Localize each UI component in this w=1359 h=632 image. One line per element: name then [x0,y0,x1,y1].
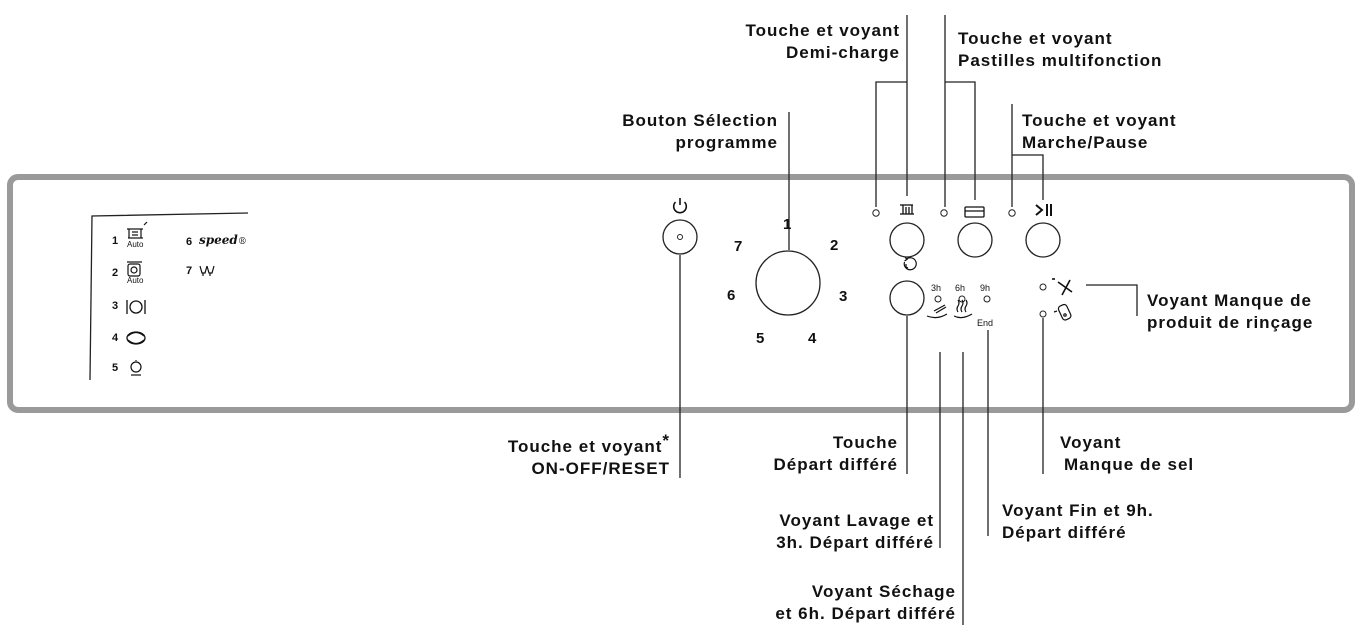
half-load-led [872,209,880,217]
led-6h [958,295,966,303]
legend-3: 3 [112,300,119,312]
half-load-button[interactable] [889,222,925,258]
dial-number-1: 1 [783,216,792,233]
dial-number-2: 2 [830,237,839,254]
start-pause-button[interactable] [1025,222,1061,258]
delay-timer-icon [903,256,917,271]
delay-start-button[interactable] [889,280,925,316]
play-pause-icon [1035,204,1052,216]
legend-auto-2: Auto [127,276,144,285]
label-fin: Voyant Fin et 9h.Départ différé [1002,501,1154,542]
legend-1: 1 [112,235,119,247]
delay-3h-label: 3h [931,283,942,293]
tablet-icon [964,206,985,218]
legend-6: 6 [186,236,193,248]
power-icon [672,198,688,214]
legend-2: 2 [112,267,119,279]
rinse-aid-icon [1052,278,1073,296]
legend-auto-1: Auto [127,240,144,249]
crystal-icon [130,360,142,376]
start-pause-led [1008,209,1016,217]
program-dial[interactable] [755,250,821,316]
speed-mark-icon: ® [237,237,247,247]
eco-icon [126,331,146,345]
legend-5: 5 [112,362,119,374]
wash-icon [926,304,948,319]
leader-lines [679,15,1138,625]
delay-6h-label: 6h [955,283,966,293]
dry-icon [953,299,973,319]
panel-frame [7,174,1355,413]
auto-intensive-icon [127,221,148,239]
auto-normal-icon [127,261,142,277]
delay-9h-label: 9h [980,283,991,293]
asterisk: * [662,431,670,450]
legend-speed: speed® [199,233,247,247]
salt-icon [1053,303,1072,321]
rinse-aid-led [1039,283,1047,291]
dial-number-3: 3 [839,288,848,305]
on-off-button[interactable] [662,219,698,255]
dial-number-4: 4 [808,330,817,347]
dial-number-6: 6 [727,287,736,304]
legend-4: 4 [112,332,119,344]
tablet-led [940,209,948,217]
dial-number-5: 5 [756,330,765,347]
soak-icon [199,265,215,276]
half-load-icon [900,204,914,215]
dial-number-7: 7 [734,238,743,255]
label-on-off-reset: Touche et voyant* ON-OFF/RESET [507,431,670,478]
end-label: End [977,318,994,328]
legend-7: 7 [186,265,193,277]
salt-led [1039,310,1047,318]
led-9h [983,295,991,303]
led-3h [934,295,942,303]
tablet-button[interactable] [957,222,993,258]
legend-bracket [89,212,249,381]
normal-icon [126,300,146,314]
